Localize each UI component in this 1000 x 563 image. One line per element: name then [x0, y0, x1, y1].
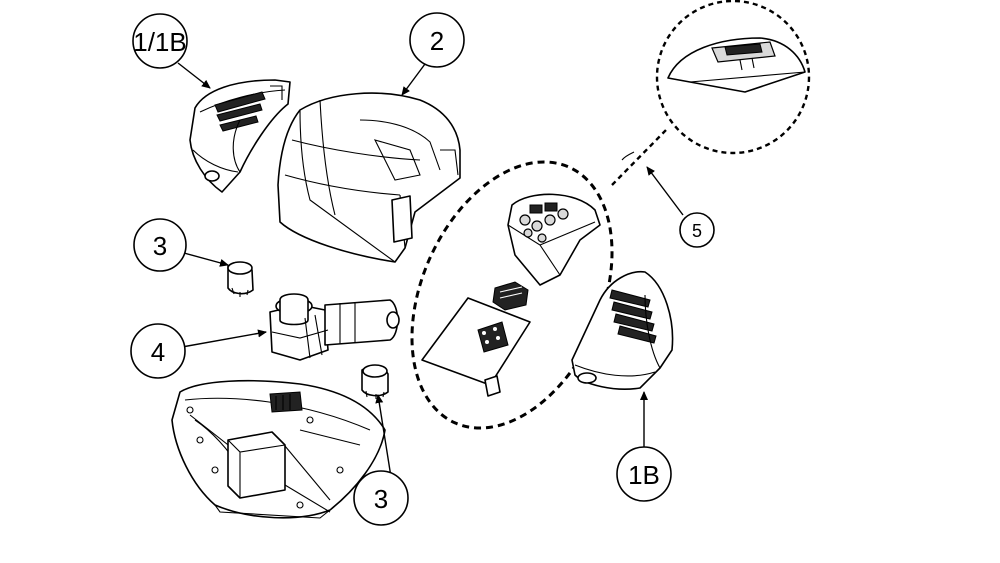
callout-3-bottom: 3	[353, 470, 409, 526]
callout-label: 1/1B	[133, 27, 187, 57]
callout-5: 5	[679, 212, 715, 248]
callout-label: 4	[151, 337, 165, 367]
callout-4: 4	[130, 323, 186, 379]
callout-label: 3	[374, 484, 388, 514]
front-cover-part	[189, 79, 291, 193]
callout-label: 5	[692, 221, 702, 241]
leader-3-top	[183, 252, 229, 267]
leader-lines	[177, 62, 684, 478]
detail-connector-line	[611, 127, 669, 186]
circuit-board-part	[421, 297, 531, 397]
callout-1-1b: 1/1B	[132, 13, 188, 69]
callout-3-top: 3	[133, 218, 187, 272]
chassis-base-part	[171, 379, 386, 519]
callout-1b: 1B	[616, 446, 672, 502]
callout-label: 3	[153, 231, 167, 261]
leader-2	[401, 63, 426, 96]
side-cover-part	[571, 271, 674, 390]
leader-3-bottom	[375, 394, 392, 478]
electronics-group	[410, 160, 614, 430]
motor-part	[269, 293, 400, 361]
leader-5	[646, 166, 684, 216]
detail-zoom-outline	[655, 0, 811, 155]
cap-part-top	[227, 261, 254, 297]
main-housing-part	[277, 92, 461, 263]
callout-label: 1B	[628, 460, 660, 490]
leader-1-1b	[177, 62, 211, 89]
detail-zoom-view	[611, 0, 811, 186]
callout-label: 2	[430, 26, 444, 56]
connector-block-part	[492, 281, 529, 311]
control-panel-part	[507, 193, 601, 286]
cap-part-bottom	[361, 364, 389, 399]
callout-2: 2	[409, 12, 465, 68]
leader-4	[181, 329, 267, 348]
